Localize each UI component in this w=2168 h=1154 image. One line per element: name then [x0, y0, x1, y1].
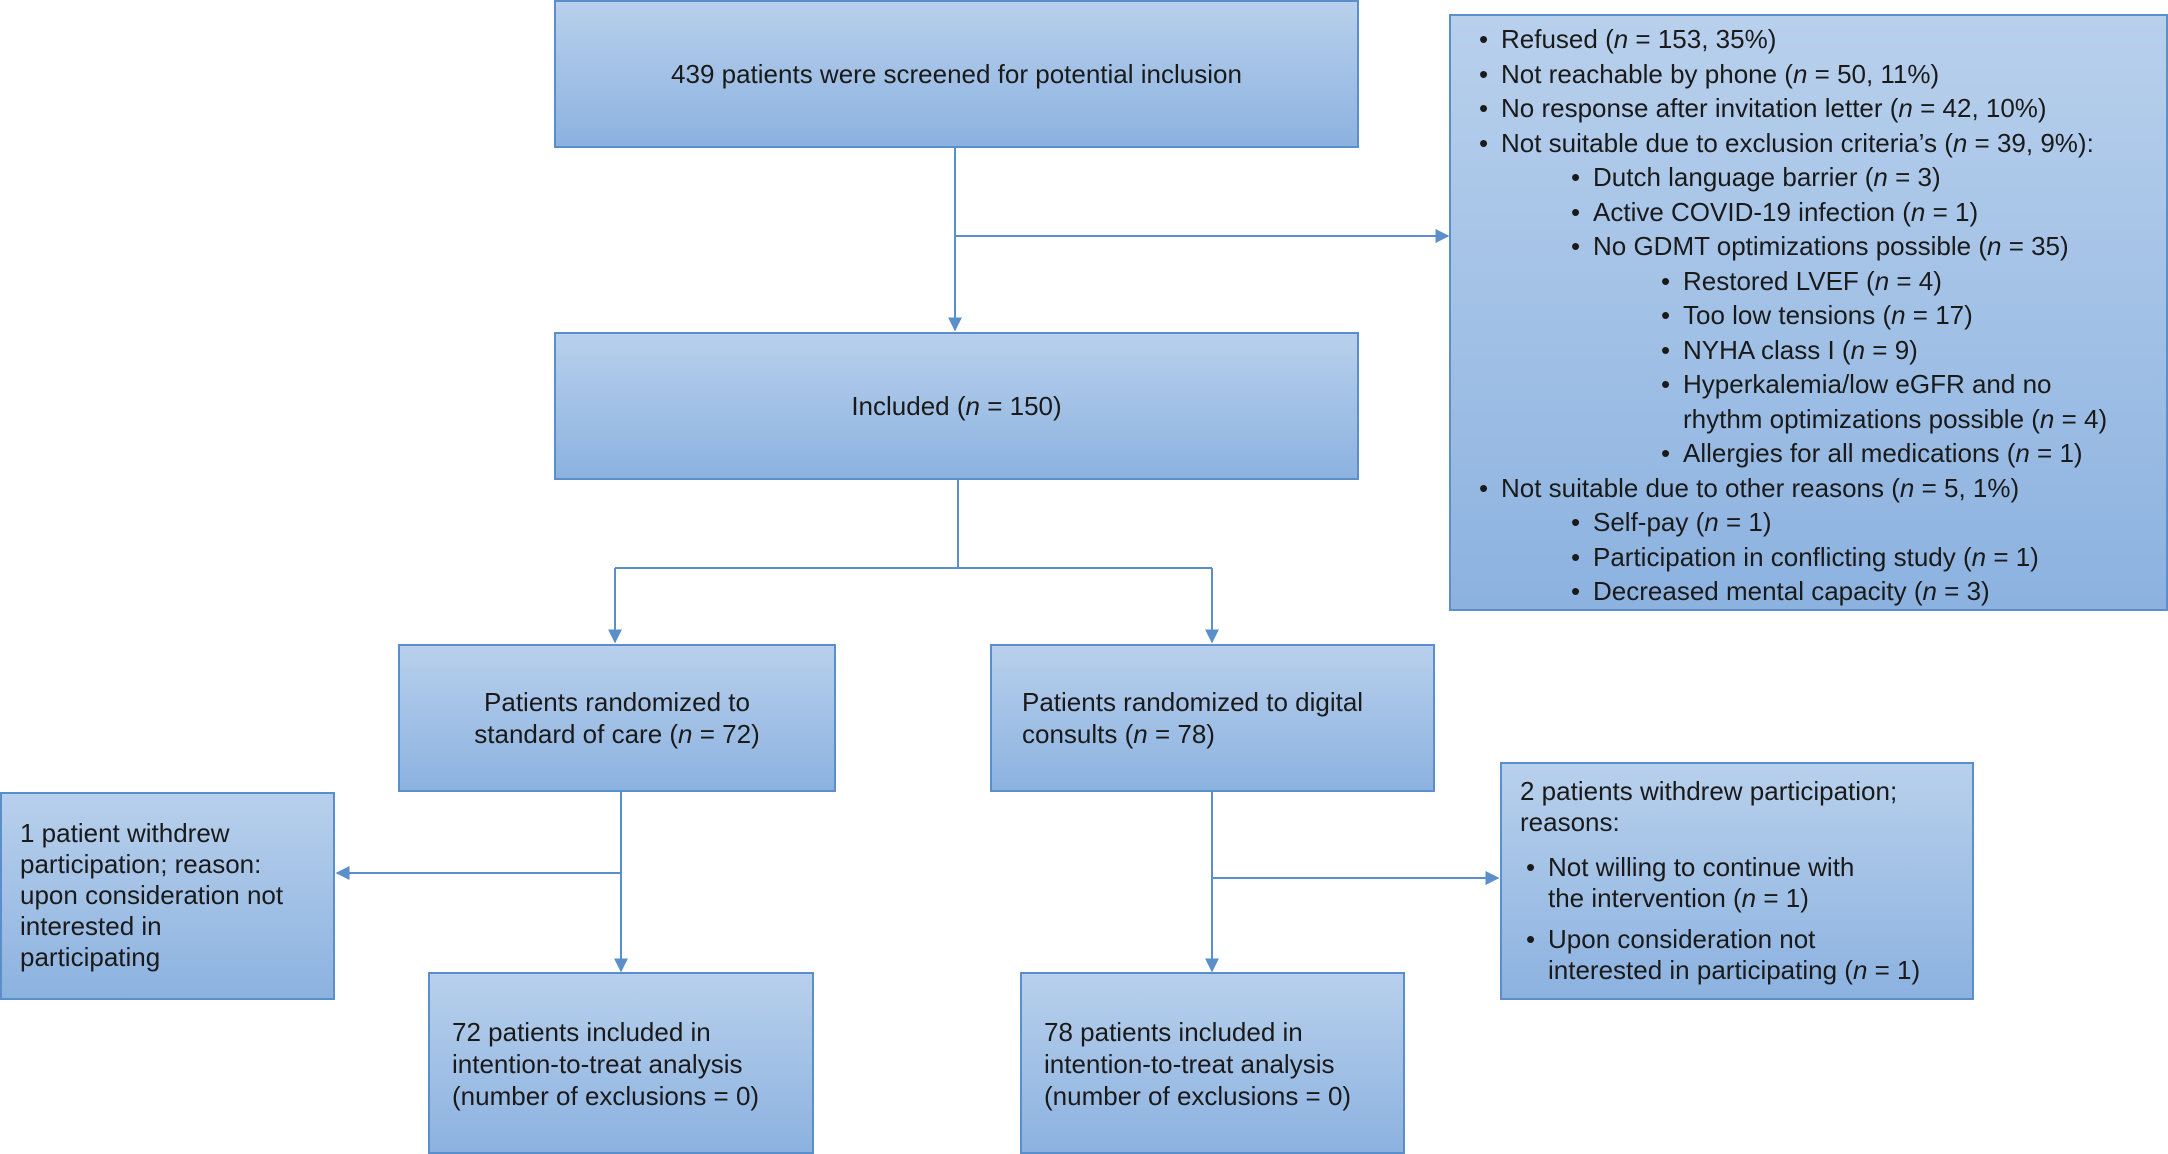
exclusion-item: Self-pay (n = 1) — [1571, 505, 2166, 540]
withdrew-reason-2: Upon consideration not interested in par… — [1526, 924, 1972, 986]
withdrew-right-box: 2 patients withdrew participation; reaso… — [1500, 762, 1974, 1000]
standard-of-care-text: Patients randomized to standard of care … — [474, 687, 760, 749]
exclusions-list: Refused (n = 153, 35%)Not reachable by p… — [1451, 22, 2166, 609]
exclusion-item: Decreased mental capacity (n = 3) — [1571, 574, 2166, 609]
exclusion-item: Active COVID-19 infection (n = 1) — [1571, 195, 2166, 230]
exclusion-item: Too low tensions (n = 17) — [1661, 298, 2166, 333]
digital-consults-box: Patients randomized to digital consults … — [990, 644, 1435, 792]
included-text: Included (n = 150) — [851, 391, 1062, 421]
exclusion-item: Not suitable due to other reasons (n = 5… — [1479, 471, 2166, 506]
withdrew-left-box: 1 patient withdrew participation; reason… — [0, 792, 335, 1000]
screened-box: 439 patients were screened for potential… — [554, 0, 1359, 148]
exclusion-item: Not suitable due to exclusion criteria’s… — [1479, 126, 2166, 161]
exclusion-item: No response after invitation letter (n =… — [1479, 91, 2166, 126]
included-box: Included (n = 150) — [554, 332, 1359, 480]
exclusion-item: Refused (n = 153, 35%) — [1479, 22, 2166, 57]
itt-digital-box: 78 patients included in intention-to-tre… — [1020, 972, 1405, 1154]
withdrew-right-line1: 2 patients withdrew participation; — [1520, 776, 1898, 806]
exclusion-item: Participation in conflicting study (n = … — [1571, 540, 2166, 575]
digital-consults-line2: consults (n = 78) — [1022, 719, 1215, 749]
standard-of-care-box: Patients randomized to standard of care … — [398, 644, 836, 792]
exclusion-item: Allergies for all medications (n = 1) — [1661, 436, 2166, 471]
exclusion-item: NYHA class I (n = 9) — [1661, 333, 2166, 368]
exclusion-item: Dutch language barrier (n = 3) — [1571, 160, 2166, 195]
withdrew-reason-1: Not willing to continue with the interve… — [1526, 852, 1972, 914]
exclusions-box: Refused (n = 153, 35%)Not reachable by p… — [1449, 14, 2168, 611]
exclusion-item: Restored LVEF (n = 4) — [1661, 264, 2166, 299]
screened-text: 439 patients were screened for potential… — [671, 59, 1242, 89]
withdrew-right-line2: reasons: — [1520, 807, 1620, 837]
exclusion-item: No GDMT optimizations possible (n = 35) — [1571, 229, 2166, 264]
itt-standard-box: 72 patients included in intention-to-tre… — [428, 972, 814, 1154]
exclusion-item: Not reachable by phone (n = 50, 11%) — [1479, 57, 2166, 92]
digital-consults-line1: Patients randomized to digital — [1022, 687, 1364, 717]
